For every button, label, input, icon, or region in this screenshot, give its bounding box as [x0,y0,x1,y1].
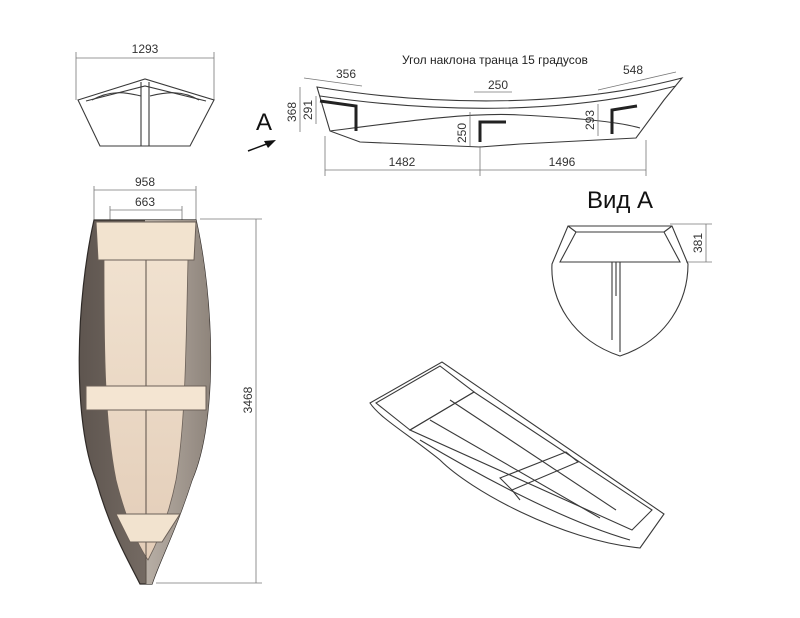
side-view: 368 291 356 250 250 548 293 1482 1496 A [247,63,684,176]
view-direction-arrow-icon [264,140,276,148]
frame-height-label: 250 [455,123,469,143]
transom-top-label: 356 [336,67,356,81]
top-length-label: 3468 [241,386,255,413]
side-h2-label: 291 [301,100,315,120]
bow-top-label: 548 [623,63,643,77]
bow-height-label: 293 [583,110,597,130]
side-h1-label: 368 [285,102,299,122]
front-view: 1293 [75,42,215,147]
front-width-label: 1293 [132,42,159,56]
top-width-outer-label: 958 [135,175,155,189]
frame-width-label: 250 [488,78,508,92]
view-a: Вид А 381 [551,187,712,357]
view-a-height-label: 381 [691,233,705,253]
fore-length-label: 1496 [549,155,576,169]
perspective-view [369,361,665,549]
view-a-title: Вид А [587,187,653,214]
heading-text: Угол наклона транца 15 градусов [402,53,588,67]
top-width-inner-label: 663 [135,195,155,209]
top-view: 958 663 3468 [78,175,262,585]
view-a-marker: A [256,109,272,136]
aft-length-label: 1482 [389,155,416,169]
